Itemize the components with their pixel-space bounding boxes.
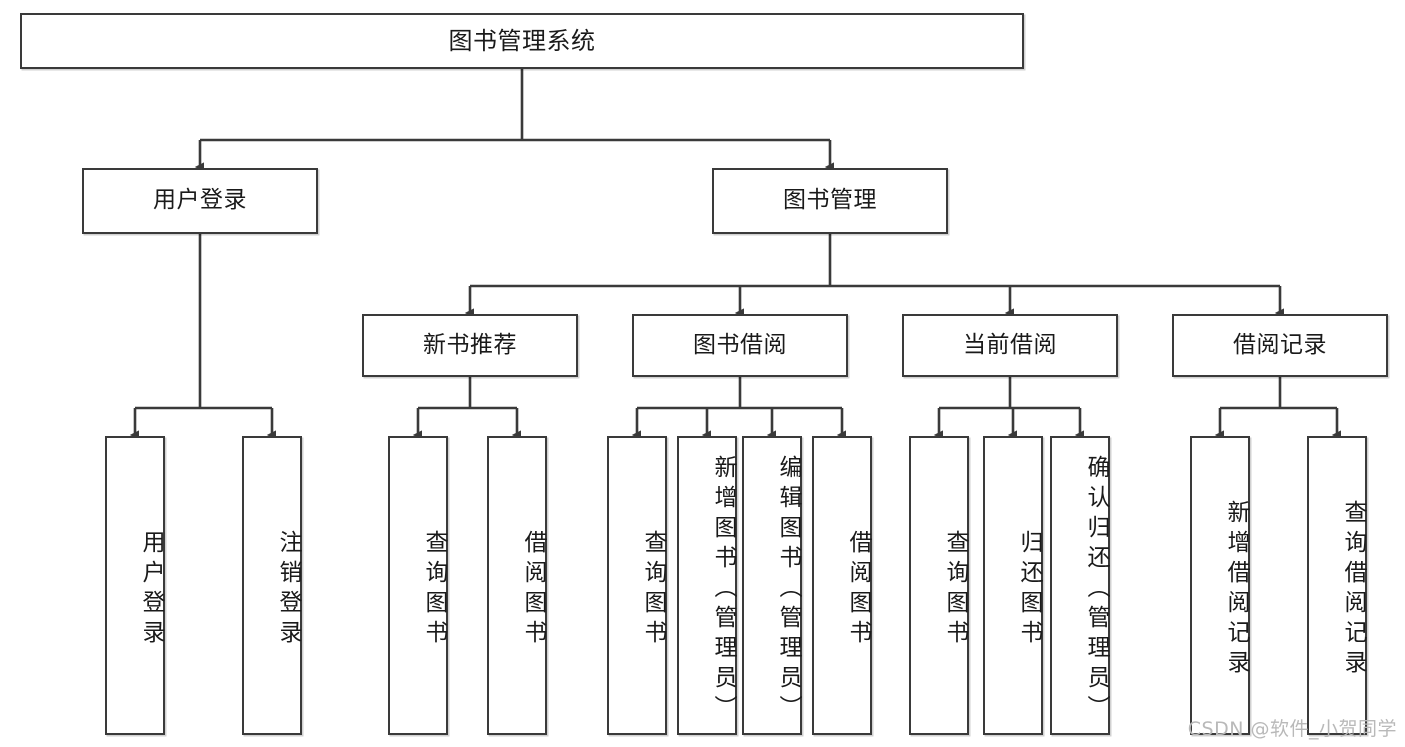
node-leaf-user-logout[interactable]: 注销登录: [242, 436, 302, 735]
node-leaf-query-book-rec[interactable]: 查询图书: [388, 436, 448, 735]
node-label: 查询图书: [942, 529, 968, 650]
node-label: 确认归还（管理员）: [1083, 454, 1109, 725]
node-label: 归还图书: [1016, 529, 1042, 650]
node-label: 新书推荐: [423, 331, 517, 358]
node-root[interactable]: 图书管理系统: [20, 13, 1024, 69]
node-borrow-record[interactable]: 借阅记录: [1172, 314, 1388, 377]
node-leaf-borrow-book-rec[interactable]: 借阅图书: [487, 436, 547, 735]
node-label: 编辑图书（管理员）: [775, 454, 801, 725]
node-label: 当前借阅: [963, 331, 1057, 358]
node-book-manage[interactable]: 图书管理: [712, 168, 948, 234]
node-label: 借阅图书: [520, 529, 546, 650]
node-leaf-borrow-book[interactable]: 借阅图书: [812, 436, 872, 735]
node-leaf-edit-book[interactable]: 编辑图书（管理员）: [742, 436, 802, 735]
node-label: 查询图书: [640, 529, 666, 650]
node-user-login[interactable]: 用户登录: [82, 168, 318, 234]
node-leaf-query-book-bor[interactable]: 查询图书: [607, 436, 667, 735]
node-label: 查询借阅记录: [1340, 499, 1366, 680]
node-leaf-confirm-return[interactable]: 确认归还（管理员）: [1050, 436, 1110, 735]
node-book-borrow[interactable]: 图书借阅: [632, 314, 848, 377]
node-label: 图书借阅: [693, 331, 787, 358]
watermark: CSDN @软件_小贺同学: [1187, 718, 1397, 740]
node-current-borrow[interactable]: 当前借阅: [902, 314, 1118, 377]
node-leaf-add-book[interactable]: 新增图书（管理员）: [677, 436, 737, 735]
node-label: 借阅图书: [845, 529, 871, 650]
node-label: 用户登录: [153, 187, 247, 214]
node-label: 图书管理: [783, 187, 877, 214]
node-label: 新增图书（管理员）: [710, 454, 736, 725]
node-leaf-add-record[interactable]: 新增借阅记录: [1190, 436, 1250, 735]
node-label: 用户登录: [138, 529, 164, 650]
node-label: 借阅记录: [1233, 331, 1327, 358]
node-label: 查询图书: [421, 529, 447, 650]
node-new-book-rec[interactable]: 新书推荐: [362, 314, 578, 377]
node-leaf-query-book-cur[interactable]: 查询图书: [909, 436, 969, 735]
node-leaf-return-book[interactable]: 归还图书: [983, 436, 1043, 735]
node-label: 图书管理系统: [448, 26, 596, 55]
node-label: 新增借阅记录: [1223, 499, 1249, 680]
node-label: 注销登录: [275, 529, 301, 650]
node-leaf-user-login[interactable]: 用户登录: [105, 436, 165, 735]
node-leaf-query-record[interactable]: 查询借阅记录: [1307, 436, 1367, 735]
